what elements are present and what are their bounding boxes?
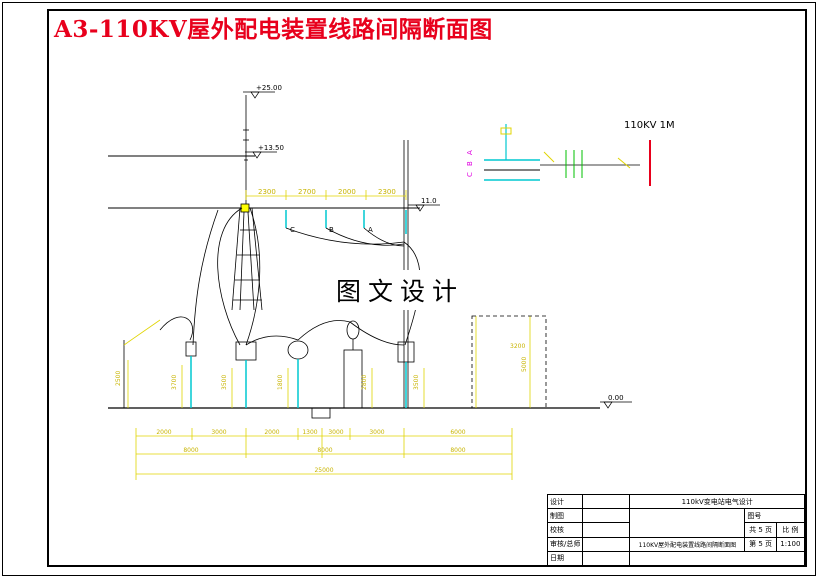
phase-label: A bbox=[368, 226, 373, 234]
dimension-label: 3000 bbox=[211, 429, 226, 436]
single-line-label: 110KV 1M bbox=[624, 120, 675, 131]
drawing-title: A3-110KV屋外配电装置线路间隔断面图 bbox=[54, 16, 493, 43]
tb-scale-label: 比 例 bbox=[775, 522, 806, 538]
tb-check-label: 校核 bbox=[546, 522, 584, 538]
fence bbox=[123, 319, 161, 408]
dimension-label: 8000 bbox=[183, 447, 198, 454]
height-label: 3500 bbox=[221, 375, 228, 390]
height-dimensions bbox=[127, 316, 531, 408]
mini-phase-label: B bbox=[466, 161, 474, 166]
spacing-label: 2300 bbox=[378, 188, 396, 196]
dimension-label: 8000 bbox=[317, 447, 332, 454]
elevation-marker-mid: +13.50 bbox=[245, 144, 284, 159]
dimension-label: 2000 bbox=[156, 429, 171, 436]
tb-drawing-no: 图号 bbox=[744, 508, 805, 524]
top-spacing-dimension bbox=[245, 190, 407, 200]
dimension-label: 6000 bbox=[450, 429, 465, 436]
title-block: 设计 110kV变电站电气设计 制图 图号 校核 共 5 页 比 例 审核/总师… bbox=[546, 493, 806, 567]
elevation-marker-bus: 11.0 bbox=[408, 197, 440, 212]
equipment bbox=[185, 320, 415, 419]
tb-scale: 1:100 bbox=[775, 536, 806, 552]
elevation-ground-label: 0.00 bbox=[608, 394, 624, 402]
elevation-bus-label: 11.0 bbox=[421, 197, 437, 205]
elevation-marker-top: +25.00 bbox=[243, 84, 282, 99]
tb-sheets: 共 5 页 bbox=[744, 522, 777, 538]
height-label: 5000 bbox=[521, 357, 528, 372]
height-label: 3200 bbox=[510, 343, 525, 350]
spacing-label: 2000 bbox=[338, 188, 356, 196]
elevation-marker-ground: 0.00 bbox=[600, 394, 632, 409]
dimension-label: 3000 bbox=[369, 429, 384, 436]
dimension-label: 3000 bbox=[328, 429, 343, 436]
tb-design-label: 设计 bbox=[546, 493, 584, 510]
gantry-tower bbox=[231, 95, 263, 311]
mini-phase-label: A bbox=[466, 150, 474, 155]
tb-sheet: 第 5 页 bbox=[744, 536, 777, 552]
dimension-label: 2000 bbox=[264, 429, 279, 436]
elevation-top-label: +25.00 bbox=[256, 84, 282, 92]
single-line-diagram bbox=[484, 124, 651, 186]
height-label: 2500 bbox=[115, 371, 122, 386]
tb-approve-label: 审核/总师 bbox=[546, 536, 584, 552]
phase-label: B bbox=[329, 226, 334, 234]
tb-drawing-name: 110KV屋外配电装置线路间隔断面图 bbox=[629, 536, 746, 552]
spacing-label: 2300 bbox=[258, 188, 276, 196]
spacing-label: 2700 bbox=[298, 188, 316, 196]
elevation-mid-label: +13.50 bbox=[258, 144, 284, 152]
tb-date-label: 日期 bbox=[546, 550, 584, 567]
dimension-total-label: 25000 bbox=[314, 467, 333, 474]
height-label: 2800 bbox=[361, 375, 368, 390]
watermark: 图文设计 bbox=[330, 270, 471, 310]
dashed-equipment-outline bbox=[471, 315, 547, 409]
height-label: 3700 bbox=[171, 375, 178, 390]
tb-draw-label: 制图 bbox=[546, 508, 584, 524]
height-label: 1800 bbox=[277, 375, 284, 390]
drawing-border bbox=[47, 9, 807, 567]
mini-phase-label: C bbox=[466, 172, 474, 177]
dimension-label: 1300 bbox=[302, 429, 317, 436]
insulator-strings bbox=[285, 210, 407, 234]
tb-project: 110kV变电站电气设计 bbox=[629, 493, 805, 510]
dimension-label: 8000 bbox=[450, 447, 465, 454]
height-label: 3500 bbox=[413, 375, 420, 390]
bottom-dimension-chain bbox=[135, 428, 513, 480]
